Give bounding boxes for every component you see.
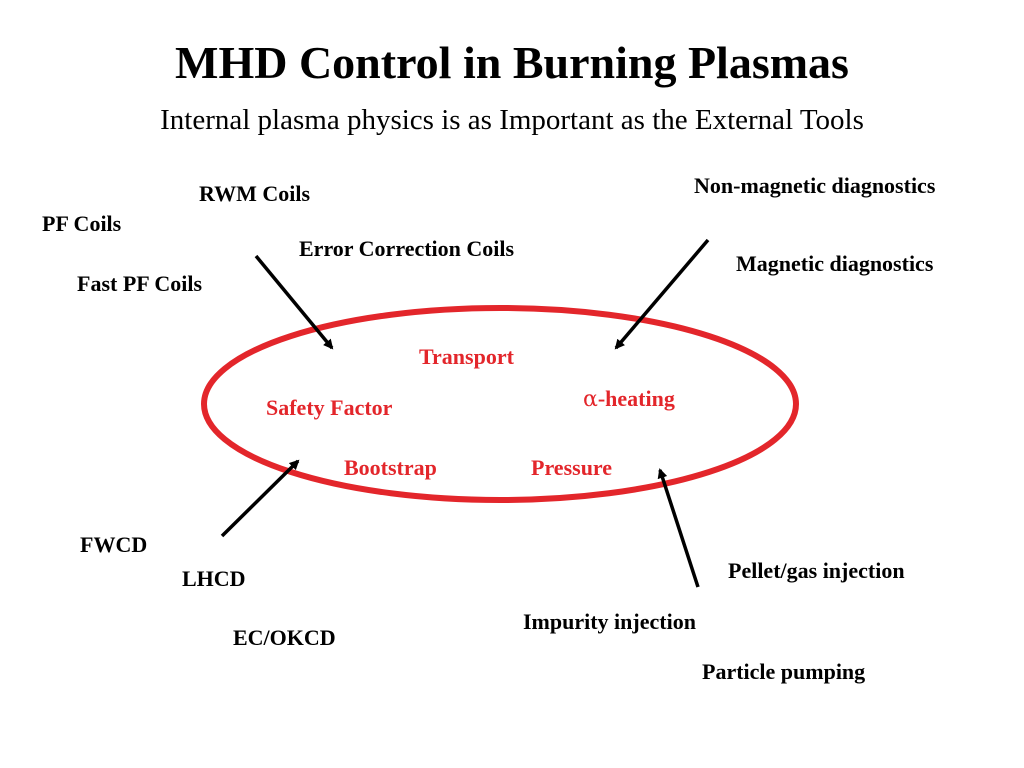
label-alpha-heating: α-heating	[583, 386, 675, 412]
label-non-magnetic-diagnostics: Non-magnetic diagnostics	[694, 173, 936, 198]
label-fast-pf-coils: Fast PF Coils	[77, 271, 203, 296]
arrow-coils-to-plasma	[254, 254, 334, 350]
label-transport: Transport	[419, 344, 514, 369]
label-safety-factor: Safety Factor	[266, 395, 393, 420]
arrow-fueling-to-plasma	[657, 468, 700, 588]
label-bootstrap: Bootstrap	[344, 455, 437, 480]
label-pellet-gas-injection: Pellet/gas injection	[728, 558, 905, 583]
page-subtitle: Internal plasma physics is as Important …	[160, 104, 864, 136]
label-magnetic-diagnostics: Magnetic diagnostics	[736, 251, 934, 276]
alpha-heating-text: -heating	[597, 386, 675, 411]
arrow-current-drive-to-plasma	[220, 459, 300, 538]
label-ec-okcd: EC/OKCD	[233, 625, 336, 650]
label-impurity-injection: Impurity injection	[523, 609, 696, 634]
label-rwm-coils: RWM Coils	[199, 181, 311, 206]
page-title: MHD Control in Burning Plasmas	[175, 37, 849, 88]
label-error-correction-coils: Error Correction Coils	[299, 236, 515, 261]
label-pressure: Pressure	[531, 455, 613, 480]
label-lhcd: LHCD	[182, 566, 246, 591]
arrow-diagnostics-to-plasma	[614, 238, 710, 350]
alpha-symbol: α	[583, 387, 598, 412]
label-pf-coils: PF Coils	[42, 211, 122, 236]
label-particle-pumping: Particle pumping	[702, 659, 866, 684]
label-fwcd: FWCD	[80, 532, 148, 557]
plasma-ellipse	[201, 305, 799, 503]
